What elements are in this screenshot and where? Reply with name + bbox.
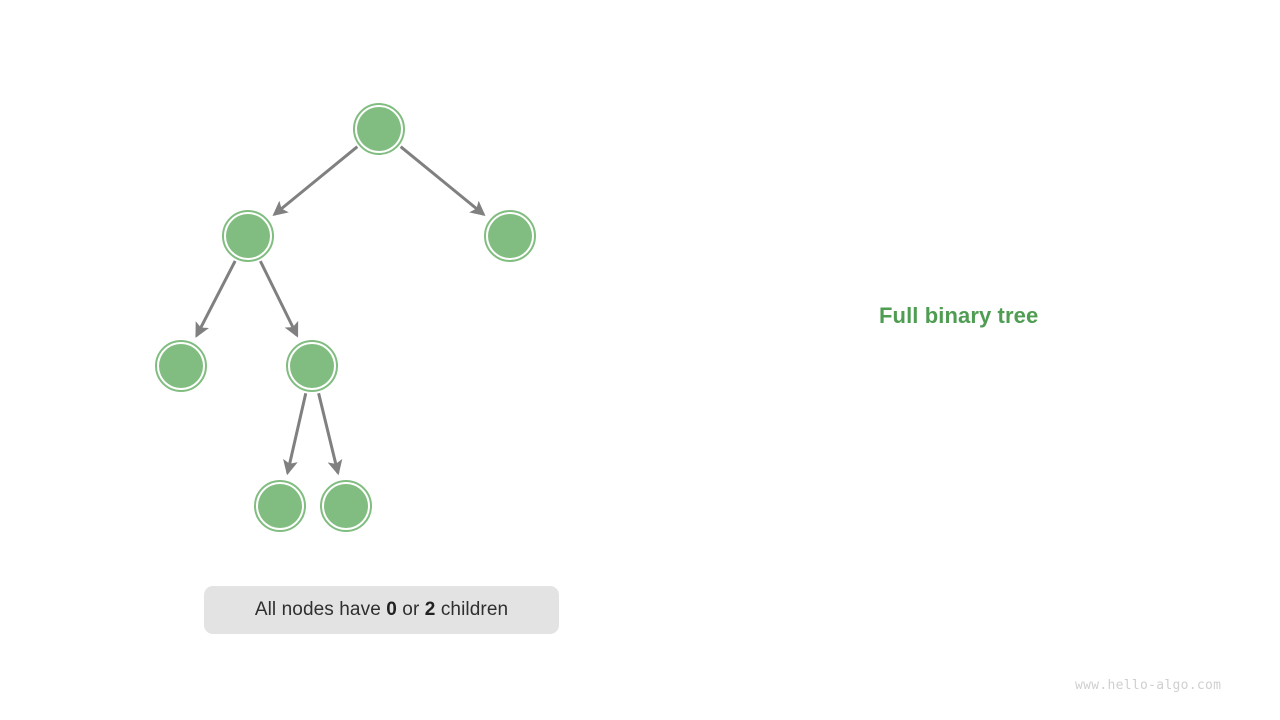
tree-node-body xyxy=(258,484,302,528)
caption-badge: All nodes have 0 or 2 children xyxy=(204,586,559,634)
caption-bold-zero: 0 xyxy=(386,599,397,620)
watermark: www.hello-algo.com xyxy=(1075,678,1222,693)
page-title: Full binary tree xyxy=(879,303,1039,328)
caption-suffix: children xyxy=(435,599,509,620)
tree-node-ring xyxy=(320,480,372,532)
tree-node xyxy=(484,210,536,262)
tree-node-ring xyxy=(222,210,274,262)
tree-node-body xyxy=(226,214,270,258)
tree-edge xyxy=(195,260,237,338)
tree-edge xyxy=(399,145,486,217)
tree-node-body xyxy=(324,484,368,528)
caption-bold-two: 2 xyxy=(424,599,436,620)
tree-edge-layer xyxy=(195,145,486,476)
tree-node xyxy=(320,480,372,532)
tree-node-body xyxy=(290,344,334,388)
tree-node-ring xyxy=(254,480,306,532)
tree-node-ring xyxy=(286,340,338,392)
tree-node xyxy=(155,340,207,392)
tree-node-ring xyxy=(353,103,405,155)
tree-edge xyxy=(283,392,308,476)
tree-node xyxy=(254,480,306,532)
caption-middle: or xyxy=(396,599,425,620)
tree-node-body xyxy=(488,214,532,258)
tree-edge xyxy=(317,392,343,476)
caption-prefix: All nodes have xyxy=(254,599,387,620)
tree-node xyxy=(222,210,274,262)
caption-text: All nodes have 0 or 2 children xyxy=(255,599,508,621)
tree-node-ring xyxy=(155,340,207,392)
tree-node xyxy=(286,340,338,392)
tree-node-layer xyxy=(155,103,536,532)
tree-node-ring xyxy=(484,210,536,262)
tree-node xyxy=(353,103,405,155)
tree-edge xyxy=(272,145,359,217)
tree-node-body xyxy=(357,107,401,151)
tree-edge xyxy=(259,260,299,338)
tree-node-body xyxy=(159,344,203,388)
